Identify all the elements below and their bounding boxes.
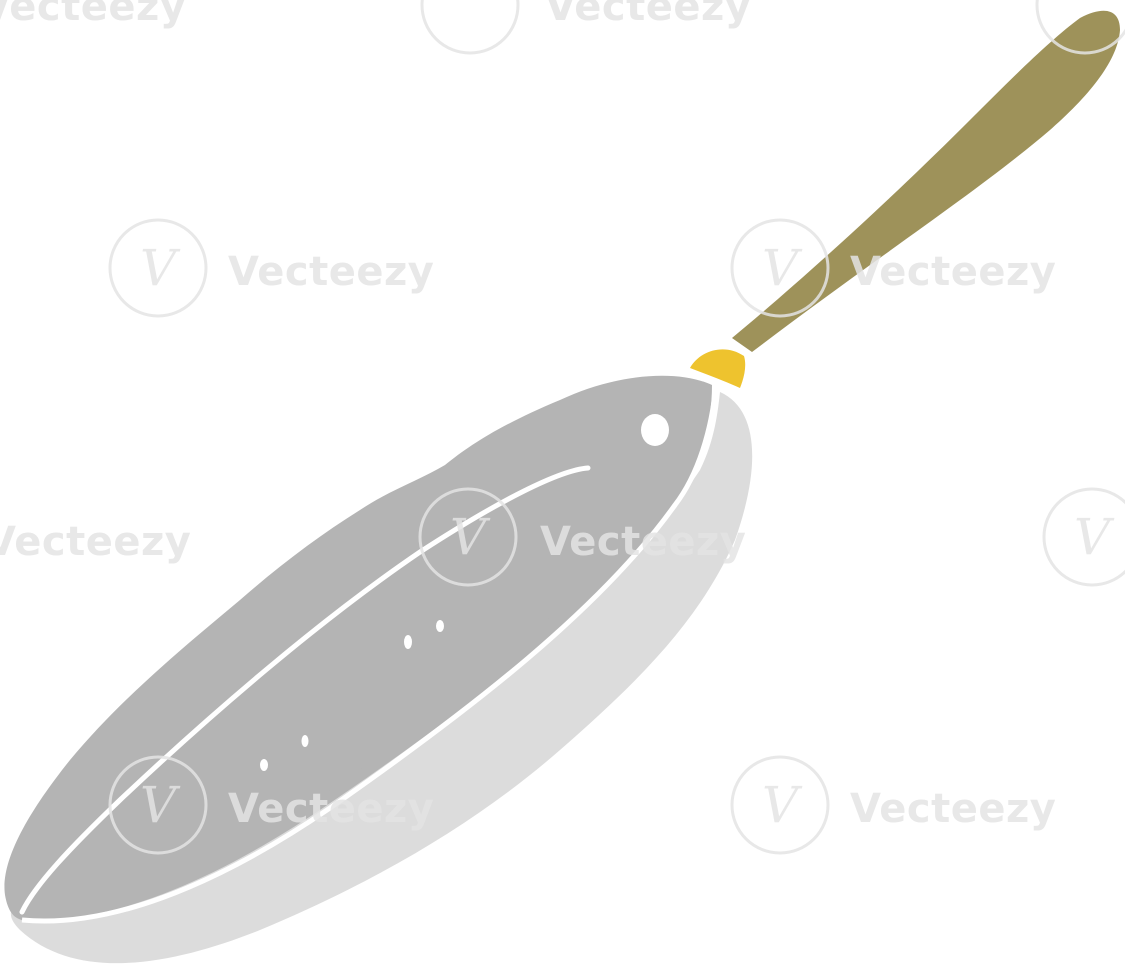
watermark-text: Vecteezy — [0, 519, 191, 565]
pan-handle-collar — [690, 349, 746, 388]
vecteezy-logo-glyph: V — [762, 239, 803, 297]
vecteezy-logo-icon — [1035, 0, 1125, 55]
watermark: V Vecteezy — [108, 218, 434, 318]
watermark-text: Vecteezy — [850, 786, 1056, 832]
vecteezy-logo-icon — [1042, 487, 1125, 587]
watermark: V Vecteezy — [108, 755, 434, 855]
vecteezy-logo-icon — [730, 218, 830, 318]
watermark: Vecteezy — [0, 519, 191, 565]
pan-highlight-dot — [436, 620, 444, 632]
vecteezy-logo-icon — [418, 487, 518, 587]
watermark: V Vecteezy — [730, 755, 1056, 855]
pan-inner-outline — [19, 465, 591, 915]
vecteezy-logo-glyph: V — [1074, 508, 1115, 566]
pan-rim-outline — [21, 383, 719, 924]
vecteezy-logo-glyph: V — [140, 239, 181, 297]
pan-highlight-dot — [301, 735, 309, 747]
vecteezy-logo-icon — [420, 0, 520, 55]
vecteezy-logo-icon — [730, 755, 830, 855]
watermark-text: Vecteezy — [228, 786, 434, 832]
pan-highlight-dot — [404, 635, 412, 649]
vecteezy-logo-glyph: V — [762, 776, 803, 834]
watermark: Vecteezy — [0, 0, 186, 30]
watermark-text: Vecteezy — [228, 249, 434, 295]
pan-highlight-large — [641, 414, 669, 446]
watermark-text: Vecteezy — [850, 249, 1056, 295]
watermark: V — [1042, 487, 1125, 587]
pan-handle — [732, 10, 1120, 353]
watermark-text: Vecteezy — [540, 519, 746, 565]
vecteezy-logo-glyph: V — [450, 508, 491, 566]
watermark-text: Vecteezy — [0, 0, 186, 30]
pan-outer-wall — [10, 392, 753, 964]
watermark: V Vecteezy — [730, 218, 1056, 318]
watermark: V Vecteezy — [418, 487, 746, 587]
watermark-layer: Vecteezy Vecteezy V Vecteezy V Vecteezy … — [0, 0, 1125, 855]
pan-highlight-dot — [260, 759, 268, 771]
vecteezy-logo-icon — [108, 218, 208, 318]
watermark — [1035, 0, 1125, 55]
watermark-text: Vecteezy — [545, 0, 751, 30]
watermark: Vecteezy — [420, 0, 751, 55]
vecteezy-logo-icon — [108, 755, 208, 855]
vecteezy-logo-glyph: V — [140, 776, 181, 834]
